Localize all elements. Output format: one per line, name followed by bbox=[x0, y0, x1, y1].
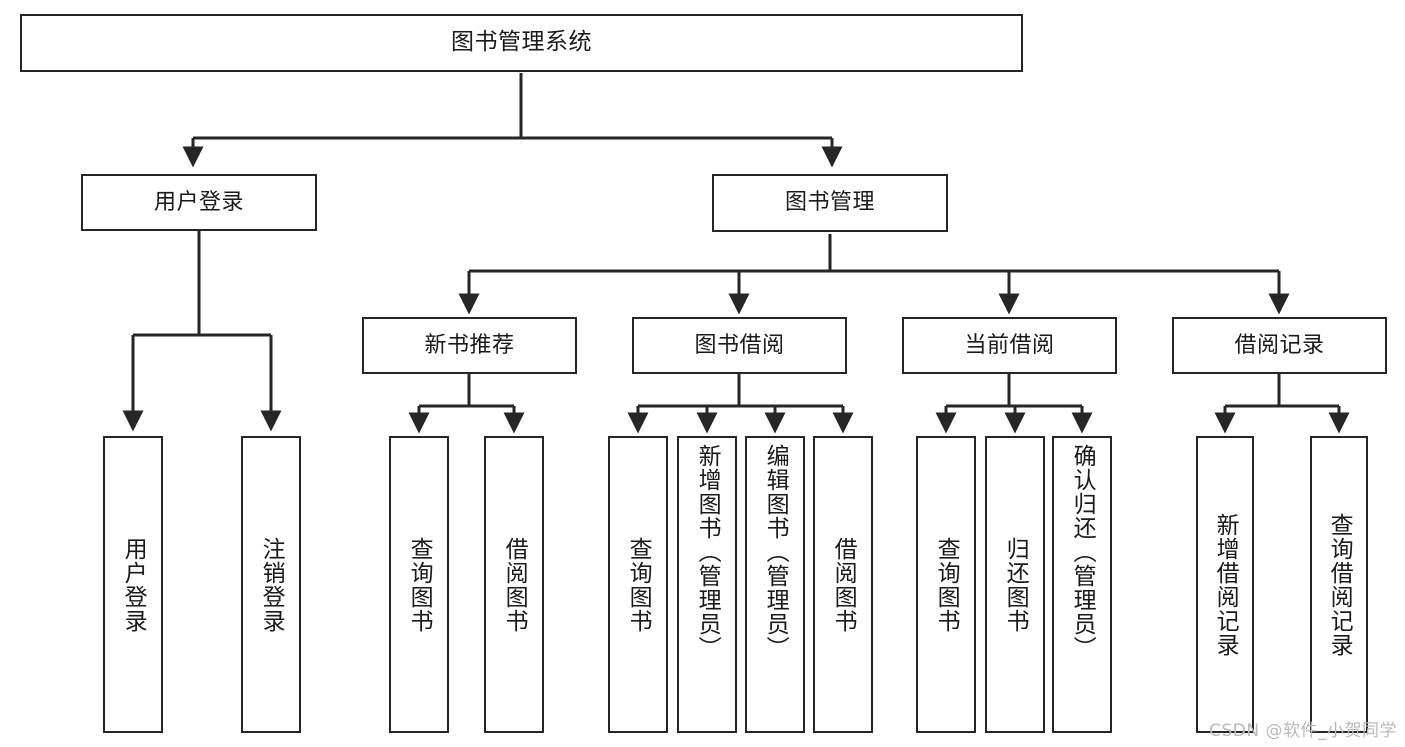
leaf-query-book-current[interactable]: 查询图书 bbox=[916, 436, 976, 733]
node-book-manage[interactable]: 图书管理 bbox=[712, 174, 948, 232]
leaf-query-book-recommend[interactable]: 查询图书 bbox=[389, 436, 449, 733]
node-label: 新增借阅记录 bbox=[1212, 512, 1239, 657]
node-root-system[interactable]: 图书管理系统 bbox=[20, 14, 1023, 72]
node-label: 查询借阅记录 bbox=[1326, 512, 1353, 657]
leaf-return-book[interactable]: 归还图书 bbox=[985, 436, 1045, 733]
node-label: 查询图书 bbox=[625, 536, 652, 633]
leaf-logout-login[interactable]: 注销登录 bbox=[241, 436, 301, 733]
leaf-query-borrow-record[interactable]: 查询借阅记录 bbox=[1310, 436, 1368, 733]
leaf-query-book-borrow[interactable]: 查询图书 bbox=[608, 436, 668, 733]
leaf-add-book-admin[interactable]: 新增图书（管理员） bbox=[677, 436, 737, 733]
node-label: 编辑图书（管理员） bbox=[762, 444, 789, 660]
node-label: 图书管理系统 bbox=[451, 29, 592, 56]
node-label: 归还图书 bbox=[1002, 536, 1029, 633]
node-label: 借阅图书 bbox=[501, 536, 528, 633]
node-label: 新书推荐 bbox=[424, 332, 515, 358]
node-label: 注销登录 bbox=[258, 536, 285, 633]
node-label: 查询图书 bbox=[933, 536, 960, 633]
node-new-book-recommend[interactable]: 新书推荐 bbox=[362, 317, 577, 374]
node-label: 用户登录 bbox=[153, 189, 244, 215]
leaf-borrow-book-recommend[interactable]: 借阅图书 bbox=[484, 436, 544, 733]
node-current-borrow[interactable]: 当前借阅 bbox=[902, 317, 1117, 374]
node-label: 当前借阅 bbox=[964, 332, 1055, 358]
node-label: 图书借阅 bbox=[694, 332, 785, 358]
node-label: 借阅图书 bbox=[830, 536, 857, 633]
leaf-borrow-book[interactable]: 借阅图书 bbox=[813, 436, 873, 733]
node-borrow-record[interactable]: 借阅记录 bbox=[1172, 317, 1387, 374]
node-label: 查询图书 bbox=[406, 536, 433, 633]
node-user-login[interactable]: 用户登录 bbox=[81, 174, 317, 231]
node-label: 新增图书（管理员） bbox=[694, 444, 721, 660]
leaf-edit-book-admin[interactable]: 编辑图书（管理员） bbox=[745, 436, 805, 733]
leaf-user-login[interactable]: 用户登录 bbox=[103, 436, 163, 733]
node-label: 借阅记录 bbox=[1234, 332, 1325, 358]
leaf-confirm-return-admin[interactable]: 确认归还（管理员） bbox=[1052, 436, 1112, 733]
node-book-borrow[interactable]: 图书借阅 bbox=[632, 317, 847, 374]
leaf-add-borrow-record[interactable]: 新增借阅记录 bbox=[1196, 436, 1254, 733]
node-label: 图书管理 bbox=[784, 190, 875, 216]
node-label: 确认归还（管理员） bbox=[1069, 444, 1096, 660]
watermark-text: CSDN @软件_小贺同学 bbox=[1209, 721, 1397, 741]
node-label: 用户登录 bbox=[120, 536, 147, 633]
